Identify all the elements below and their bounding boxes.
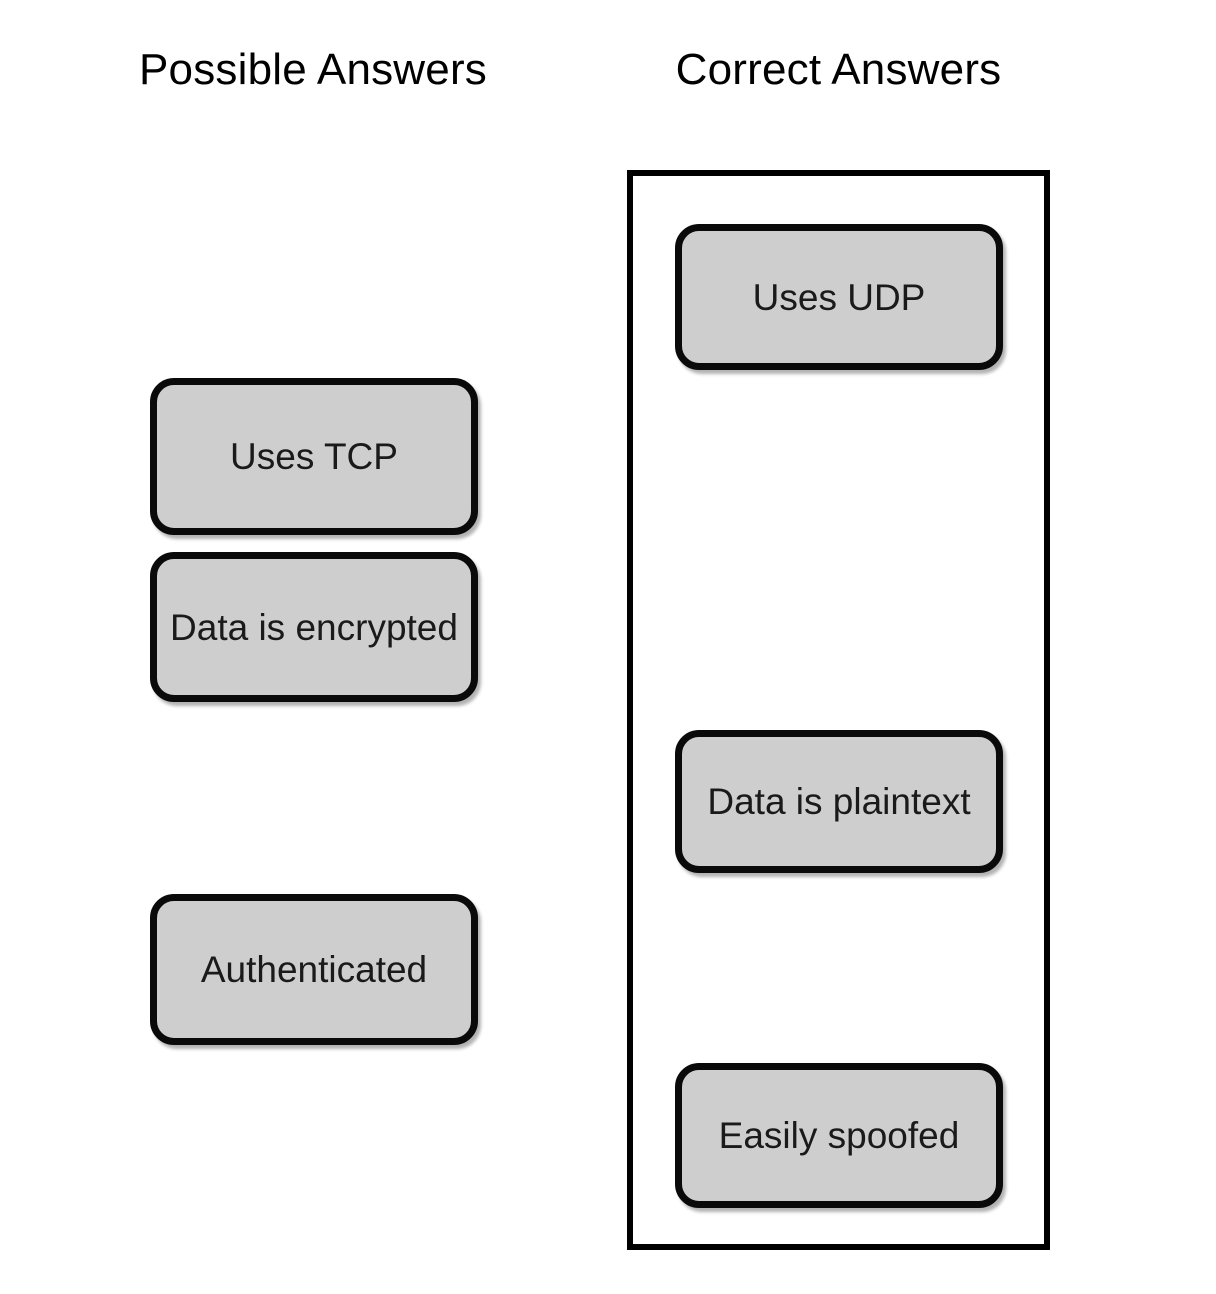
answer-box-authenticated[interactable]: Authenticated: [150, 894, 478, 1045]
answer-label: Easily spoofed: [718, 1115, 960, 1156]
answer-box-uses-tcp[interactable]: Uses TCP: [150, 378, 478, 535]
answer-box-uses-udp[interactable]: Uses UDP: [675, 224, 1003, 370]
answer-label: Authenticated: [200, 949, 428, 990]
answer-label: Data is plaintext: [707, 781, 971, 822]
answer-label: Uses TCP: [230, 436, 398, 477]
correct-answers-heading: Correct Answers: [675, 45, 1002, 94]
possible-answers-heading: Possible Answers: [138, 45, 488, 94]
answer-box-easily-spoofed[interactable]: Easily spoofed: [675, 1063, 1003, 1208]
answer-box-data-is-encrypted[interactable]: Data is encrypted: [150, 552, 478, 702]
answer-label: Uses UDP: [752, 276, 926, 318]
answer-box-data-is-plaintext[interactable]: Data is plaintext: [675, 730, 1003, 873]
answer-label: Data is encrypted: [170, 606, 458, 648]
correct-answers-container: [627, 170, 1050, 1250]
